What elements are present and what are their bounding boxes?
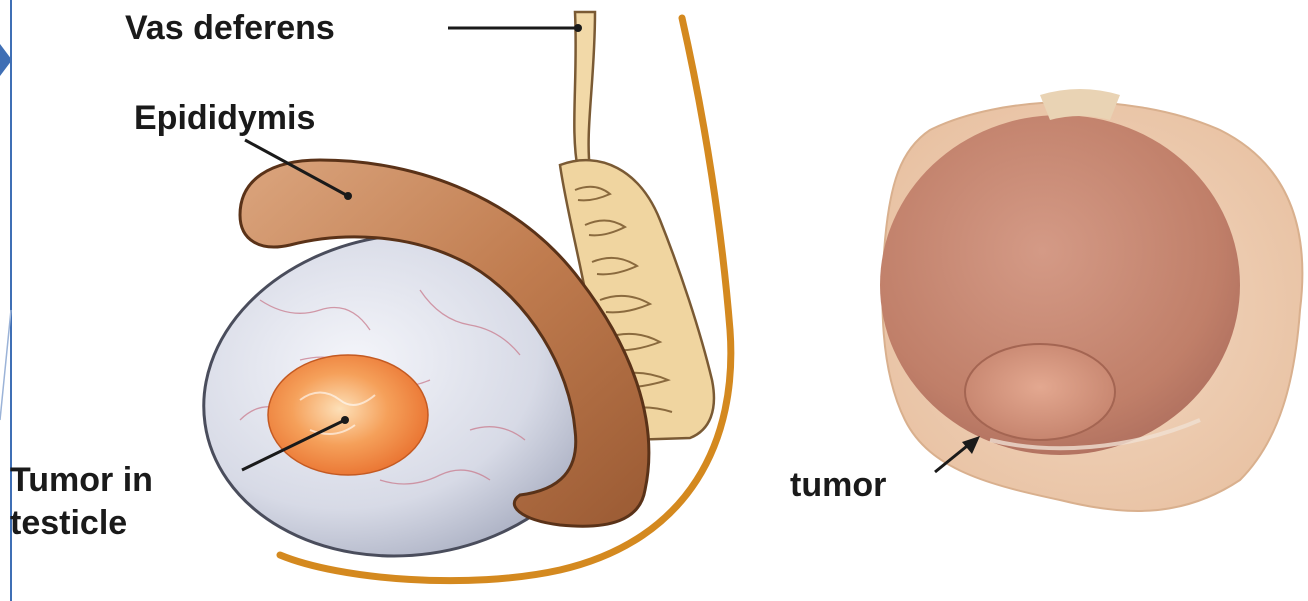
label-tumor-in-testicle-line2: testicle (10, 503, 127, 543)
label-tumor-in-testicle-line1: Tumor in (10, 460, 153, 500)
leader-dot (344, 192, 352, 200)
specimen-tumor (965, 344, 1115, 440)
frame-diagonal (0, 310, 11, 420)
label-epididymis: Epididymis (134, 98, 315, 138)
leader-dot (341, 416, 349, 424)
tumor-specimen-photo (880, 89, 1302, 511)
leader-dot (574, 24, 582, 32)
testicular-tumor (268, 355, 428, 475)
label-tumor-photo: tumor (790, 465, 886, 505)
label-vas-deferens: Vas deferens (125, 8, 335, 48)
